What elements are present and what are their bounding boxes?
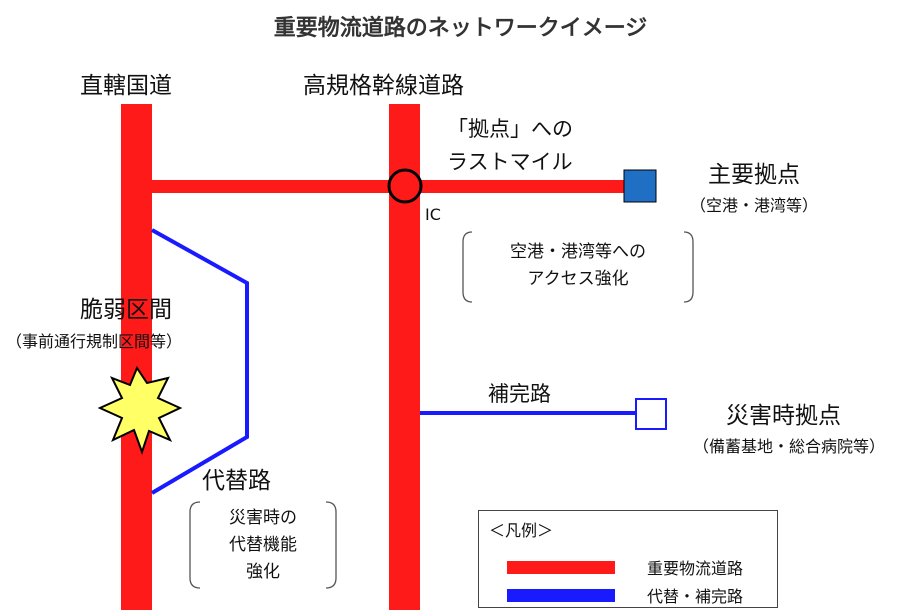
- last-mile-line1: 「拠点」への: [447, 117, 573, 141]
- alternative-road-label: 代替路: [202, 468, 271, 494]
- access-note-line2: アクセス強化: [527, 269, 629, 289]
- alt-note-line3: 強化: [246, 562, 280, 582]
- access-note-bracket-left: [462, 231, 473, 303]
- ic-interchange-marker: [387, 168, 423, 204]
- legend-label-important-road: 重要物流道路: [647, 559, 744, 578]
- direct-national-road-label: 直轄国道: [80, 73, 172, 99]
- fragile-section-name: 脆弱区間: [80, 297, 172, 323]
- last-mile-line2: ラストマイル: [447, 150, 573, 174]
- major-base-detail: （空港・港湾等）: [690, 196, 819, 215]
- disaster-base-detail: （備蓄基地・総合病院等）: [693, 437, 886, 456]
- diagram-title: 重要物流道路のネットワークイメージ: [273, 16, 648, 41]
- legend-swatch-important-road: [507, 561, 615, 574]
- alt-note-line2: 代替機能: [229, 535, 297, 555]
- ic-label: IC: [425, 205, 441, 224]
- major-base-name: 主要拠点: [708, 162, 800, 188]
- legend-title: ＜凡例＞: [489, 521, 554, 540]
- disaster-base-marker: [635, 398, 667, 430]
- alt-note-line1: 災害時の: [229, 508, 297, 528]
- fragile-burst-icon: [97, 365, 183, 456]
- expressway-label: 高規格幹線道路: [303, 73, 464, 99]
- alt-note-bracket-right: [325, 501, 337, 589]
- fragile-section-detail: （事前通行規制区間等）: [6, 332, 183, 351]
- connector-road: [152, 180, 389, 193]
- access-note-bracket-right: [683, 231, 694, 303]
- last-mile-road: [420, 180, 625, 193]
- legend: ＜凡例＞ 重要物流道路 代替・補完路: [478, 510, 778, 608]
- access-note-line1: 空港・港湾等への: [510, 242, 646, 262]
- supplementary-road-label: 補完路: [488, 382, 551, 406]
- alternative-road-line: [150, 228, 249, 495]
- legend-label-alt-road: 代替・補完路: [647, 587, 744, 606]
- alt-note-bracket-left: [189, 501, 201, 589]
- legend-swatch-alt-road: [507, 589, 615, 602]
- major-base-marker: [623, 169, 657, 203]
- direct-national-road: [121, 104, 152, 610]
- disaster-base-name: 災害時拠点: [726, 403, 841, 429]
